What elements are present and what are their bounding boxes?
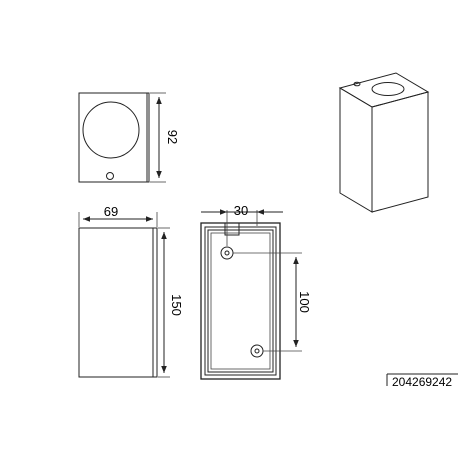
- back-view-inner-2: [207, 229, 274, 373]
- sensor-hole: [106, 172, 114, 180]
- product-code-box: 204269242: [386, 373, 458, 389]
- iso-lens-opening: [371, 82, 405, 96]
- iso-top-face: [338, 72, 430, 108]
- top-view-height-label: 92: [165, 130, 180, 144]
- mounting-hole-bottom: [250, 344, 264, 358]
- isometric-view: [338, 72, 430, 213]
- back-view-notch: [224, 222, 240, 236]
- lens-circle: [82, 101, 140, 159]
- front-view-width-label: 69: [104, 204, 118, 219]
- top-view-outline: [78, 92, 150, 183]
- back-view-outer: [200, 222, 281, 380]
- front-view-height-label: 150: [169, 294, 184, 316]
- front-view-outline: [78, 227, 158, 378]
- iso-sensor-hole: [353, 81, 361, 87]
- mounting-hole-top: [220, 246, 234, 260]
- back-view-inner-1: [204, 226, 277, 376]
- back-view: 100 30: [200, 203, 312, 380]
- back-view-width-label: 30: [234, 203, 248, 218]
- top-view: 92: [78, 92, 180, 183]
- hole-spacing-label: 100: [297, 291, 312, 313]
- iso-right-face: [371, 91, 429, 213]
- back-view-inner-3: [210, 232, 271, 370]
- iso-left-face: [339, 87, 373, 213]
- front-view: 69 150: [78, 204, 184, 378]
- product-code: 204269242: [392, 375, 452, 389]
- mounting-hole-top-center: [224, 250, 230, 256]
- mounting-hole-bottom-center: [254, 348, 260, 354]
